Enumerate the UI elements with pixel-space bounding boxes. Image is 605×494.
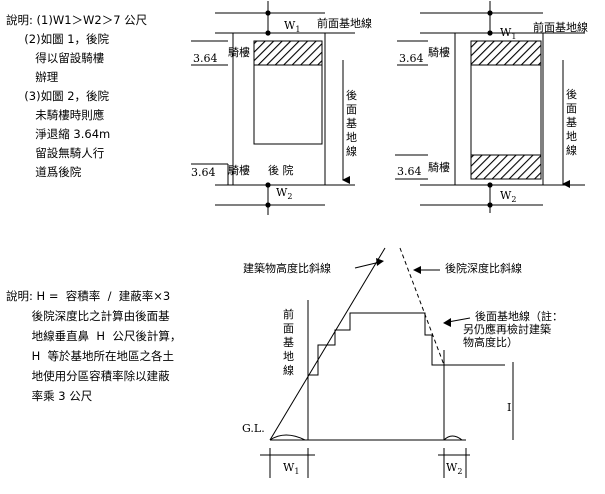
note-top-line: 未騎樓時則應 [6, 108, 105, 122]
rear-site-line-label-2: 後面基地線 [566, 87, 577, 157]
rear-site-line-label-1: 後面基地線 [346, 88, 357, 158]
building-1 [253, 64, 323, 145]
arcade-top-hatch-1 [253, 40, 323, 66]
rear-line-leader [447, 317, 471, 323]
arcade-bottom-label-2: 騎樓 [428, 160, 450, 174]
note-bottom-line: 地使用分區容積率除以建蔽 [6, 369, 170, 383]
note-top: 說明: (1)W1＞W2＞7 公尺 (2)如圖 1，後院 得以留設騎樓 辦理 (… [6, 11, 147, 182]
dim-bottom-label-1: 3.64 [191, 166, 216, 179]
backyard-label-1: 後 院 [268, 163, 294, 177]
w2-dot-1 [265, 182, 271, 188]
ground-curve-left [269, 434, 306, 441]
arcade-top-label-1: 騎樓 [228, 45, 250, 59]
backyard-ratio-slope [399, 247, 445, 366]
arcade-top-label-2: 騎樓 [428, 45, 450, 59]
w2-label-3: W2 [446, 461, 462, 476]
backyard-ratio-arrowhead [413, 266, 421, 274]
w1-dot-2b [487, 30, 493, 36]
front-site-line-label-1: 前面基地線 [317, 16, 372, 30]
figure-1: W1 前面基地線 騎樓 3.64 3.64 騎樓 後 院 後面基地線 W2 [191, 1, 372, 215]
height-ratio-leader [354, 261, 381, 269]
note-top-line: 淨退縮 3.64m [6, 127, 111, 141]
note-top-line: 留設無騎人行 [6, 146, 105, 160]
height-ratio-arrowhead [376, 258, 384, 266]
height-ratio-label: 建築物高度比斜線 [243, 261, 331, 275]
note-top-line: (2)如圖 1，後院 [6, 32, 110, 46]
w1-label-1: W1 [284, 19, 300, 34]
arcade-bottom-label-1: 騎樓 [228, 163, 250, 177]
note-bottom-line: 後院深度比之計算由後面基 [6, 309, 170, 323]
note-top-line: 道爲後院 [6, 165, 82, 179]
ground-curve-right [443, 435, 463, 441]
rear-site-line-note: 後面基地線（註： 另仍應再檢討建築 物高度比） [463, 309, 567, 349]
w1-label-3: W1 [283, 461, 299, 476]
w2-label-1: W2 [276, 186, 292, 201]
front-site-line-label-2: 前面基地線 [533, 20, 588, 34]
w1-dot-1 [265, 10, 271, 16]
gl-label: G.L. [242, 422, 265, 435]
note-bottom: 說明: H = 容積率 / 建蔽率×3 後院深度比之計算由後面基 地線垂直鼻 H… [6, 286, 181, 406]
building-2 [470, 64, 542, 156]
w2-dot-1b [265, 202, 271, 208]
note-bottom-line: 說明: H = 容積率 / 建蔽率×3 [6, 289, 171, 303]
note-bottom-line: H 等於基地所在地區之各土 [6, 349, 175, 363]
dim-bottom-label-2: 3.64 [397, 165, 422, 178]
rear-line-arrowhead [443, 318, 451, 327]
front-site-line-label-3: 前面基地線 [283, 307, 294, 377]
h-label: I [507, 401, 511, 414]
figure-2: W1 前面基地線 騎樓 騎樓 3.64 3.64 後面基地線 W2 [395, 1, 588, 213]
height-ratio-slope [269, 247, 386, 441]
backyard-ratio-label: 後院深度比斜線 [445, 261, 522, 275]
building-section [307, 312, 505, 440]
figure-3: G.L. I 前面基地線 建築物高度比斜線 後院深度比斜線 後面基地線（註： 另… [242, 247, 567, 478]
arcade-top-hatch-2 [470, 40, 542, 66]
w2-dot-2b [487, 202, 493, 208]
dim-top-label-2: 3.64 [399, 52, 424, 65]
note-top-line: 辦理 [6, 70, 59, 84]
w2-label-2: W2 [500, 189, 516, 204]
w2-dot-2 [487, 182, 493, 188]
note-bottom-line: 地線垂直鼻 H 公尺後計算， [6, 329, 182, 343]
note-top-line: 說明: (1)W1＞W2＞7 公尺 [6, 13, 148, 27]
w1-dot-1b [265, 30, 271, 36]
w1-label-2: W1 [500, 26, 516, 41]
dim-top-label-1: 3.64 [193, 52, 218, 65]
arcade-bottom-hatch-2 [470, 154, 542, 180]
note-bottom-line: 率乘 3 公尺 [6, 389, 93, 403]
note-top-line: 得以留設騎樓 [6, 51, 105, 65]
note-top-line: (3)如圖 2，後院 [6, 89, 110, 103]
w1-dot-2 [487, 10, 493, 16]
